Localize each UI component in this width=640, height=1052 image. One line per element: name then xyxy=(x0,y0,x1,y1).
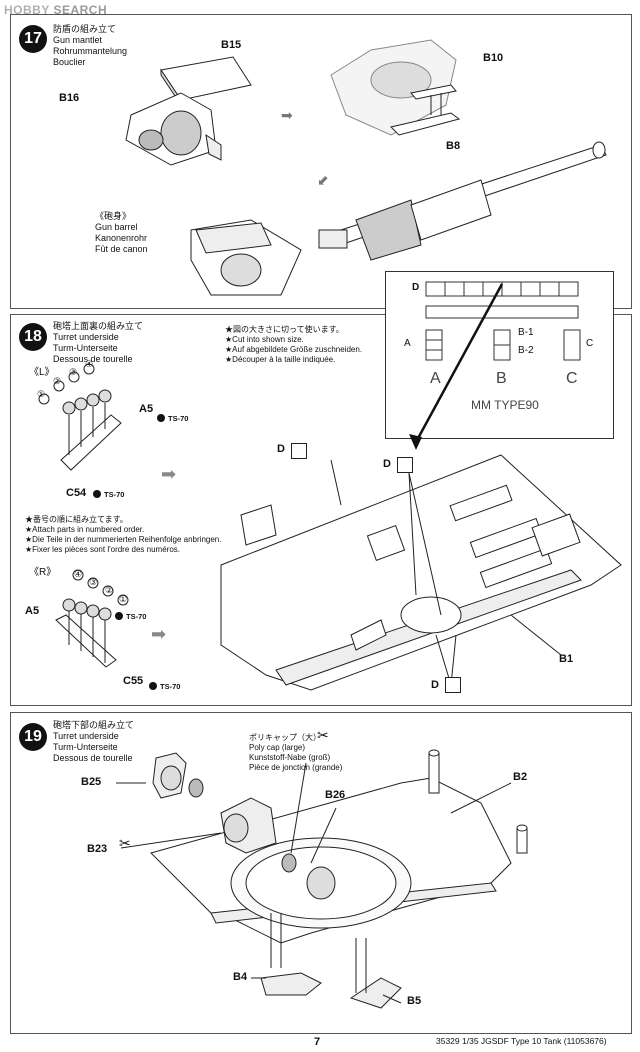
footer-info: 35329 1/35 JGSDF Type 10 Tank (11053676) xyxy=(436,1036,607,1046)
decal-a-label: A xyxy=(404,338,411,349)
order-num-1: ① xyxy=(37,389,46,399)
decal-label-d3: D xyxy=(431,679,439,691)
decal-a-caption: A xyxy=(430,370,441,387)
paint-callout: TS-70 xyxy=(149,681,180,692)
step-title: 防盾の組み立て Gun mantlet Rohrummantelung Bouc… xyxy=(53,24,128,67)
right-side-tag: 《R》 xyxy=(29,567,57,578)
decal-box xyxy=(445,677,461,693)
flow-arrow-icon: ➡ xyxy=(151,624,166,644)
part-label-b25: B25 xyxy=(81,776,102,788)
step-number: 17 xyxy=(19,25,47,53)
order-num-r1: ① xyxy=(119,594,128,604)
step-19-panel: 19 砲塔下部の組み立て Turret underside Turm-Unter… xyxy=(10,712,632,1034)
part-label-b2: B2 xyxy=(513,771,528,783)
step-title: 砲塔上面裏の組み立て Turret underside Turm-Unterse… xyxy=(53,321,144,364)
barrel-label: 《砲身》 Gun barrel Kanonenrohr Fût de canon xyxy=(95,211,148,254)
part-label-c54: C54 xyxy=(66,487,87,499)
paint-callout: TS-70 xyxy=(115,611,146,622)
step-number: 18 xyxy=(19,323,47,351)
flow-arrow-icon: ⬋ xyxy=(317,172,329,188)
paint-callout: TS-70 xyxy=(93,489,124,500)
order-num-2: ② xyxy=(53,376,62,386)
part-label-b26: B26 xyxy=(325,789,346,801)
paint-dot-icon xyxy=(93,490,101,499)
step-17-panel: 17 防盾の組み立て Gun mantlet Rohrummantelung B… xyxy=(10,14,632,309)
paint-callout: TS-70 xyxy=(157,413,188,424)
part-label-b4: B4 xyxy=(233,971,248,983)
part-label-b15: B15 xyxy=(221,39,242,51)
part-label-b10: B10 xyxy=(483,52,504,64)
decal-b1-label: B-1 xyxy=(518,327,534,338)
decal-label-d1: D xyxy=(277,443,285,455)
note-cut-size: ★図の大きさに切って使います。 ★Cut into shown size. ★A… xyxy=(225,325,363,364)
decal-b2-label: B-2 xyxy=(518,345,534,356)
note-numbered-order: ★番号の順に組み立てます。 ★Attach parts in numbered … xyxy=(25,515,222,554)
order-num-r3: ③ xyxy=(89,577,98,587)
decal-drawing xyxy=(409,281,581,450)
step-number: 19 xyxy=(19,723,47,751)
step-18-drawing: ➡ ➡ xyxy=(38,363,622,691)
order-num-4: ④ xyxy=(85,359,94,369)
paint-dot-icon xyxy=(149,682,157,691)
part-label-b23: B23 xyxy=(87,843,108,855)
decal-box xyxy=(397,457,413,473)
part-label-a5-left: A5 xyxy=(139,403,154,415)
part-label-b16: B16 xyxy=(59,92,80,104)
decal-c-caption: C xyxy=(566,370,578,387)
watermark: HOBBY SEARCH xyxy=(4,3,108,17)
order-num-r4: ④ xyxy=(74,569,83,579)
decal-d-label: D xyxy=(412,282,420,293)
flow-arrow-icon: ➡ xyxy=(281,107,293,123)
polycap-note: ポリキャップ（大） Poly cap (large) Kunststoff-Na… xyxy=(249,733,343,772)
part-label-b5: B5 xyxy=(407,995,422,1007)
step-17-drawing: ➡ ⬋ xyxy=(125,39,607,296)
step-18-panel: 18 砲塔上面裏の組み立て Turret underside Turm-Unte… xyxy=(10,271,632,706)
flow-arrow-icon: ➡ xyxy=(161,464,176,484)
paint-dot-icon xyxy=(115,612,123,621)
part-label-c55: C55 xyxy=(123,675,144,687)
left-side-tag: 《L》 xyxy=(29,367,55,378)
decal-label-d2: D xyxy=(383,458,391,470)
order-num-r2: ② xyxy=(105,585,114,595)
part-label-b8: B8 xyxy=(446,140,461,152)
paint-dot-icon xyxy=(157,414,165,423)
decal-c-label: C xyxy=(586,338,594,349)
step-title: 砲塔下部の組み立て Turret underside Turm-Untersei… xyxy=(53,720,135,763)
cut-icon: ✂ xyxy=(317,727,329,743)
part-label-b1: B1 xyxy=(559,653,574,665)
page-number: 7 xyxy=(314,1036,321,1048)
order-num-3: ③ xyxy=(69,367,78,377)
step-19-drawing xyxy=(116,749,528,1009)
decal-inset: D A B-1 B-2 C A B C MM TYPE90 xyxy=(385,271,614,450)
cut-icon: ✂ xyxy=(119,835,131,851)
decal-caption: MM TYPE90 xyxy=(471,398,539,412)
part-label-a5-right: A5 xyxy=(25,605,40,617)
decal-b-caption: B xyxy=(496,370,507,387)
decal-box xyxy=(291,443,307,459)
